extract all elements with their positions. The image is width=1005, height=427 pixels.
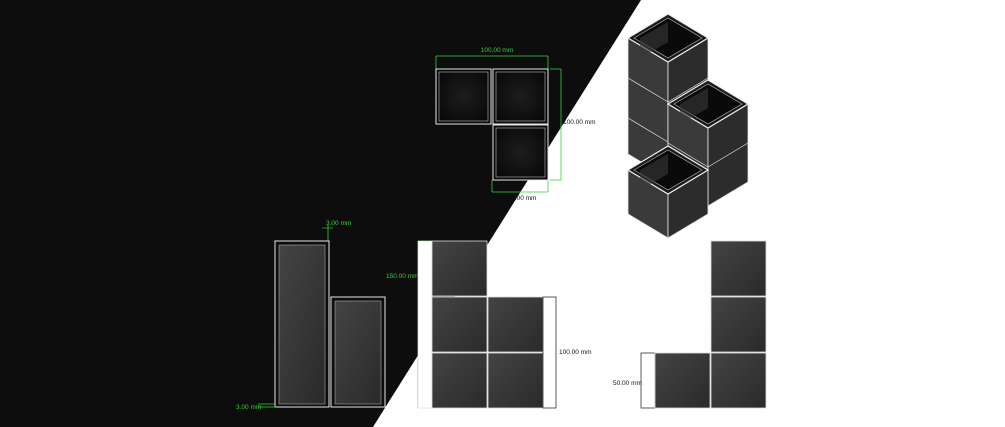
right-view: 50.00 mm xyxy=(613,240,767,409)
right-left-dimension-bracket xyxy=(640,352,656,409)
front-height-dimension-label: 150.00 mm xyxy=(386,273,419,280)
top-module-dimension-label: 50.00 mm xyxy=(508,195,537,202)
top-cell-bottom xyxy=(492,124,549,181)
top-cell-left xyxy=(435,68,492,125)
side-short-column xyxy=(330,296,386,408)
top-height-dimension-label: 100.00 mm xyxy=(563,119,596,126)
right-cell xyxy=(710,240,767,297)
right-left-dimension-label: 50.00 mm xyxy=(613,380,642,387)
wall-dimension-label: 3.00 mm xyxy=(326,220,351,227)
front-cell xyxy=(487,352,544,409)
side-section-view: 3.00 mm 3.00 mm xyxy=(236,220,386,411)
top-cell-right xyxy=(492,68,549,125)
front-cell xyxy=(431,352,488,409)
bottom-dimension-label: 3.00 mm xyxy=(236,404,261,411)
front-right-dimension-bracket xyxy=(542,296,557,409)
right-cell xyxy=(710,296,767,353)
front-right-dimension-label: 100.00 mm xyxy=(559,349,592,356)
front-left-margin xyxy=(417,240,433,409)
right-cell xyxy=(654,352,711,409)
front-cell xyxy=(487,296,544,353)
side-tall-column xyxy=(274,240,330,408)
top-view: 100.00 mm 100.00 mm 50.00 mm xyxy=(435,47,596,202)
front-view: 150.00 mm 100.00 mm xyxy=(386,240,592,409)
right-cell xyxy=(710,352,767,409)
isometric-stacked-boxes-icon xyxy=(626,13,750,239)
top-width-dimension-label: 100.00 mm xyxy=(481,47,514,54)
front-cell xyxy=(431,240,488,297)
front-cell xyxy=(431,296,488,353)
